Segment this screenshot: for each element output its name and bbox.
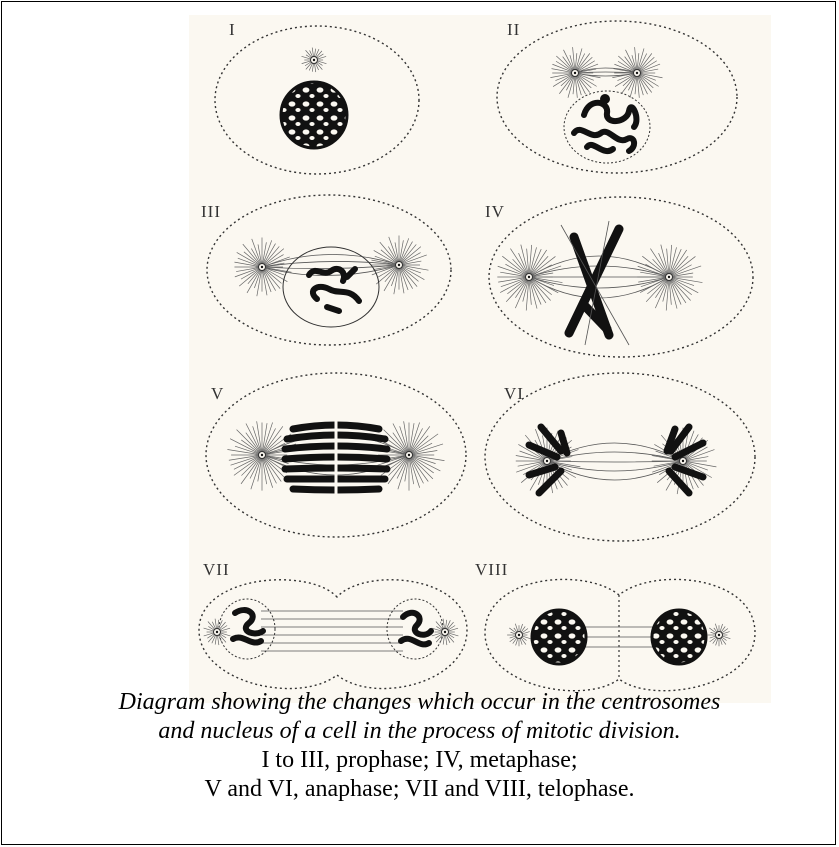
stage-7-chromatin-right xyxy=(401,613,431,645)
stage-8-nucleus-right xyxy=(652,610,706,664)
stage-5-label: V xyxy=(211,384,224,403)
stage-3-label: III xyxy=(201,202,221,221)
figure-caption: Diagram showing the changes which occur … xyxy=(2,688,837,804)
stage-4-centrosome-right xyxy=(637,245,702,311)
stage-8-cell: VIII xyxy=(475,560,755,691)
caption-line-2: and nucleus of a cell in the process of … xyxy=(2,717,837,746)
stage-1-cell: I xyxy=(215,20,419,174)
stage-7-chromatin-left xyxy=(233,610,263,642)
stage-4-chromosomes xyxy=(569,229,619,335)
stage-8-centrosome-left xyxy=(507,624,530,647)
stage-7-cell: VII xyxy=(199,560,467,689)
stage-2-nucleolus xyxy=(600,94,610,104)
mitosis-diagram: I II xyxy=(189,15,771,703)
caption-line-4: V and VI, anaphase; VII and VIII, teloph… xyxy=(2,775,837,804)
stage-2-chromatin xyxy=(574,103,636,151)
stage-7-label: VII xyxy=(203,560,230,579)
stage-7-centrosome-left xyxy=(204,619,231,645)
stage-1-label: I xyxy=(229,20,236,39)
stage-4-label: IV xyxy=(485,202,505,221)
stage-3-cell: III xyxy=(201,195,451,345)
stage-8-nucleus-left xyxy=(532,610,586,664)
stage-5-cell: V xyxy=(206,373,466,537)
caption-line-1: Diagram showing the changes which occur … xyxy=(2,688,837,717)
stage-8-label: VIII xyxy=(475,560,508,579)
stage-2-cell: II xyxy=(497,20,737,173)
stage-2-label: II xyxy=(507,20,520,39)
stage-1-nucleus xyxy=(281,82,347,148)
stage-6-label: VI xyxy=(504,384,524,403)
stage-2-membrane xyxy=(497,21,737,173)
stage-1-centrosome xyxy=(302,48,327,72)
caption-line-3: I to III, prophase; IV, metaphase; xyxy=(2,746,837,775)
stage-7-centrosome-right xyxy=(432,619,459,645)
stage-6-cell: VI xyxy=(485,373,755,541)
mitosis-plate: I II xyxy=(189,15,771,703)
stage-8-centrosome-right xyxy=(707,624,730,647)
stage-4-centrosome-left xyxy=(497,245,562,311)
stage-7-spindle xyxy=(261,611,403,651)
stage-3-centrosome-right xyxy=(371,236,428,295)
stage-4-cell: IV xyxy=(485,197,753,357)
